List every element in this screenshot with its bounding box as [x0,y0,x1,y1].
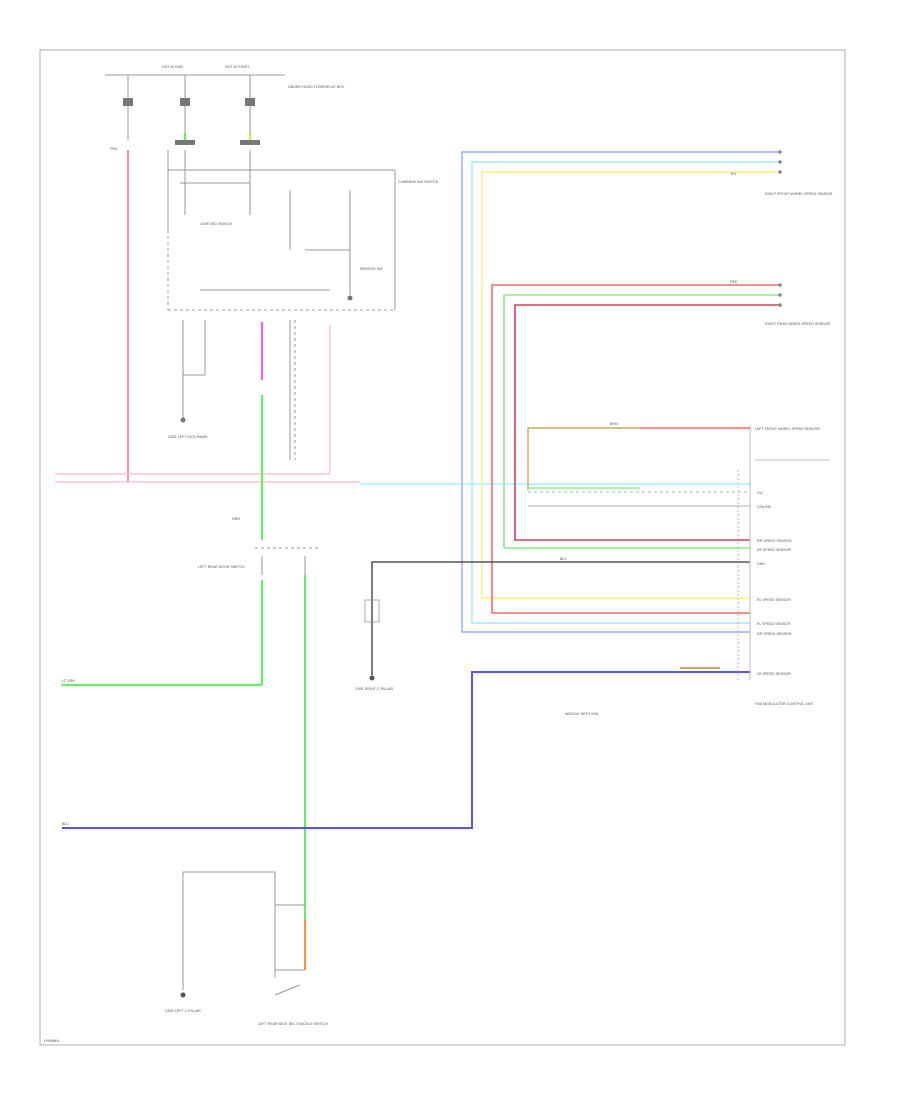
pin-gnd: GND [757,562,765,566]
sensor-terminals [778,150,782,307]
right-rear-sensor-label: RIGHT REAR WHEEL SPEED SENSOR [765,322,831,326]
blue-wire [62,671,750,829]
wire-code-tags: PNK GRN YEL BLU RED BRN BLK LT GRN [62,147,738,826]
footer-code: HYMMA [44,1038,59,1043]
fuse-short-stubs [184,133,251,140]
passing-switch-label: PASSING SW [360,267,383,271]
fuse-label-hot-run: HOT IN RUN [162,65,183,69]
fuse-markers [123,98,353,423]
pin-rr-sensor-2: RR SPEED SENSOR [757,632,792,636]
vsa-pin-labels: IG1 VSA IND RR SPEED SENSOR RF SPEED SEN… [757,491,792,676]
diagram-frame [39,49,846,1046]
pin-lr-sensor: LR SPEED SENSOR [757,672,791,676]
wire-tag-lt-green: LT GRN [62,679,75,683]
right-front-sensor-wires [461,151,780,633]
left-ground-label: G301 LEFT KICK PANEL [168,435,208,439]
pin-fl-sensor: FL SPEED SENSOR [757,622,791,626]
vsa-modulator-label: VSA MODULATOR-CONTROL UNIT [755,702,814,706]
door-switch [255,547,320,575]
pin-rf-sensor: RF SPEED SENSOR [757,548,792,552]
pin-ig1: IG1 [757,491,763,495]
production-note: WAGON: WITH VSA [565,712,599,716]
vsa-connector [737,425,830,680]
right-front-sensor-label: RIGHT FRONT WHEEL SPEED SENSOR [765,192,833,196]
wire-tag-brown: BRN [610,422,618,426]
left-bottom-ground-point [180,992,186,998]
seat-belt-switch-area [182,871,305,996]
left-front-sensor-label: LEFT FRONT WHEEL SPEED SENSOR [755,427,820,431]
wire-tag-yellow: YEL [730,172,737,176]
right-ground-label: G401 RIGHT C-PILLAR [355,687,393,691]
pin-rl-sensor: RL SPEED SENSOR [757,598,791,602]
horizontal-bus-wires [55,325,750,485]
magenta-green-wire [62,322,307,970]
seat-belt-switch-label: LEFT REAR SEAT BELT BUCKLE SWITCH [258,1022,328,1026]
wire-tag-black: BLK [560,557,567,561]
pin-vsa-ind: VSA IND [757,505,772,509]
right-rear-sensor-wires [491,284,780,614]
left-rear-switch-label: LEFT REAR DOOR SWITCH [198,565,245,569]
right-ground-point [369,675,375,681]
pin-rr-sensor-1: RR SPEED SENSOR [757,539,792,543]
under-hood-box-label: UNDER-HOOD FUSE/RELAY BOX [288,85,345,89]
wire-tag-green: GRN [232,517,240,521]
lighting-switch-label: LIGHTING SWITCH [200,222,233,226]
vsa-top-loop [527,427,750,507]
wire-tag-blue: BLU [62,822,69,826]
combination-switch-label: COMBINATION SWITCH [398,180,439,184]
left-bottom-ground-label: G502 LEFT C-PILLAR [165,1009,201,1013]
ground-wire [364,561,750,675]
fuse-label-hot-start: HOT IN START [225,65,250,69]
fuse-relay-area [105,74,396,460]
wire-tag-red: RED [730,280,738,284]
wire-tag-pink: PNK [110,147,118,151]
